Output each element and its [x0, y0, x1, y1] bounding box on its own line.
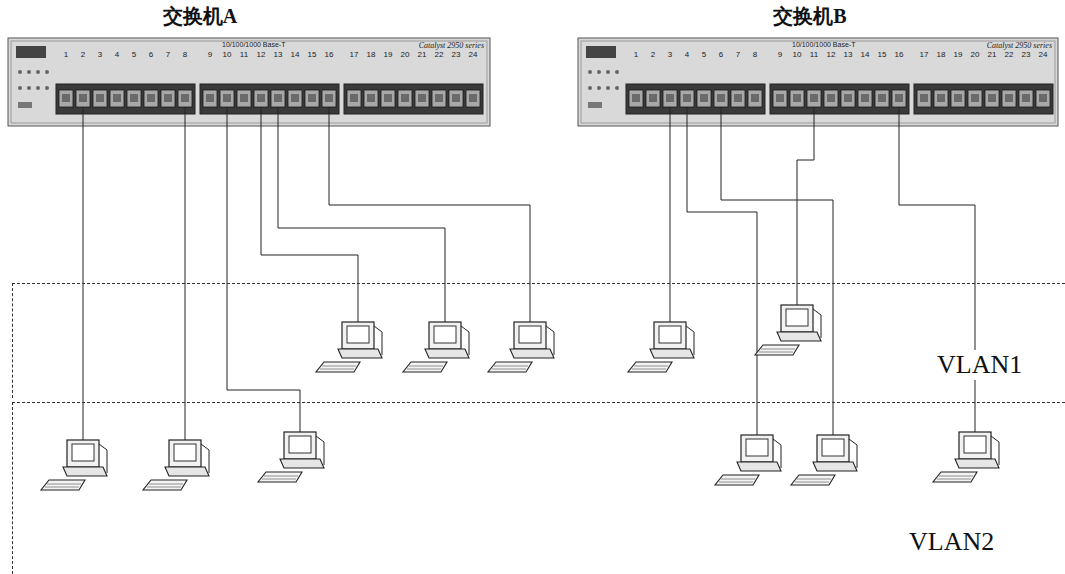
port-number: 17	[917, 50, 931, 59]
network-cable	[329, 107, 530, 322]
vlan-band: VLAN2	[12, 402, 1065, 574]
pc-icon	[258, 432, 324, 482]
port-number: 1	[59, 50, 73, 59]
port-number: 14	[288, 50, 302, 59]
port-number: 3	[93, 50, 107, 59]
pc-icon	[403, 322, 469, 372]
network-cable	[687, 107, 757, 435]
pc-icon	[715, 435, 781, 485]
model-label: Catalyst 2950 series	[419, 41, 484, 50]
port-number: 18	[364, 50, 378, 59]
network-cable	[227, 107, 300, 432]
switch-chassis	[8, 38, 490, 126]
network-cable	[185, 107, 186, 440]
port-number: 24	[466, 50, 480, 59]
pc-icon	[791, 435, 857, 485]
port-number: 19	[951, 50, 965, 59]
port-number: 24	[1036, 50, 1050, 59]
port-number: 15	[305, 50, 319, 59]
port-number: 2	[646, 50, 660, 59]
port-number: 13	[271, 50, 285, 59]
port-number: 20	[968, 50, 982, 59]
port-number: 21	[985, 50, 999, 59]
port-number: 2	[76, 50, 90, 59]
port-number: 9	[203, 50, 217, 59]
switch-chassis	[578, 38, 1058, 126]
vlan-label: VLAN1	[934, 350, 1025, 380]
port-number: 13	[841, 50, 855, 59]
port-number: 19	[381, 50, 395, 59]
port-number: 9	[773, 50, 787, 59]
network-cable	[670, 107, 671, 322]
port-number: 7	[161, 50, 175, 59]
port-number: 4	[680, 50, 694, 59]
port-number: 16	[892, 50, 906, 59]
switch-heading: 交换机A	[163, 3, 237, 30]
port-number: 8	[178, 50, 192, 59]
port-number: 12	[824, 50, 838, 59]
port-number: 5	[127, 50, 141, 59]
port-number: 18	[934, 50, 948, 59]
port-number: 12	[254, 50, 268, 59]
port-number: 20	[398, 50, 412, 59]
pc-icon	[316, 322, 382, 372]
network-cable	[797, 107, 814, 305]
port-number: 11	[807, 50, 821, 59]
port-number: 10	[790, 50, 804, 59]
pc-icon	[488, 322, 554, 372]
pc-icon	[628, 322, 694, 372]
pc-icon	[143, 440, 209, 490]
port-number: 1	[629, 50, 643, 59]
port-number: 22	[432, 50, 446, 59]
port-number: 5	[697, 50, 711, 59]
port-number: 7	[731, 50, 745, 59]
network-cable	[278, 107, 445, 322]
port-number: 4	[110, 50, 124, 59]
port-number: 16	[322, 50, 336, 59]
port-number: 8	[748, 50, 762, 59]
port-number: 11	[237, 50, 251, 59]
pc-icon	[755, 305, 821, 355]
port-number: 21	[415, 50, 429, 59]
network-cable	[261, 107, 358, 322]
vlan-band: VLAN1	[12, 283, 1065, 398]
port-number: 15	[875, 50, 889, 59]
port-number: 23	[449, 50, 463, 59]
port-number: 14	[858, 50, 872, 59]
port-number: 22	[1002, 50, 1016, 59]
switch-heading: 交换机B	[773, 3, 846, 30]
speed-label: 10/100/1000 Base-T	[222, 41, 285, 48]
network-cable	[83, 107, 84, 440]
model-label: Catalyst 2950 series	[987, 41, 1052, 50]
port-number: 17	[347, 50, 361, 59]
port-number: 23	[1019, 50, 1033, 59]
port-number: 10	[220, 50, 234, 59]
network-cable	[721, 107, 833, 435]
pc-icon	[933, 432, 999, 482]
network-cable	[899, 107, 975, 432]
pc-icon	[41, 440, 107, 490]
port-number: 3	[663, 50, 677, 59]
vlan-label: VLAN2	[906, 527, 997, 557]
port-number: 6	[144, 50, 158, 59]
port-number: 6	[714, 50, 728, 59]
speed-label: 10/100/1000 Base-T	[792, 41, 855, 48]
